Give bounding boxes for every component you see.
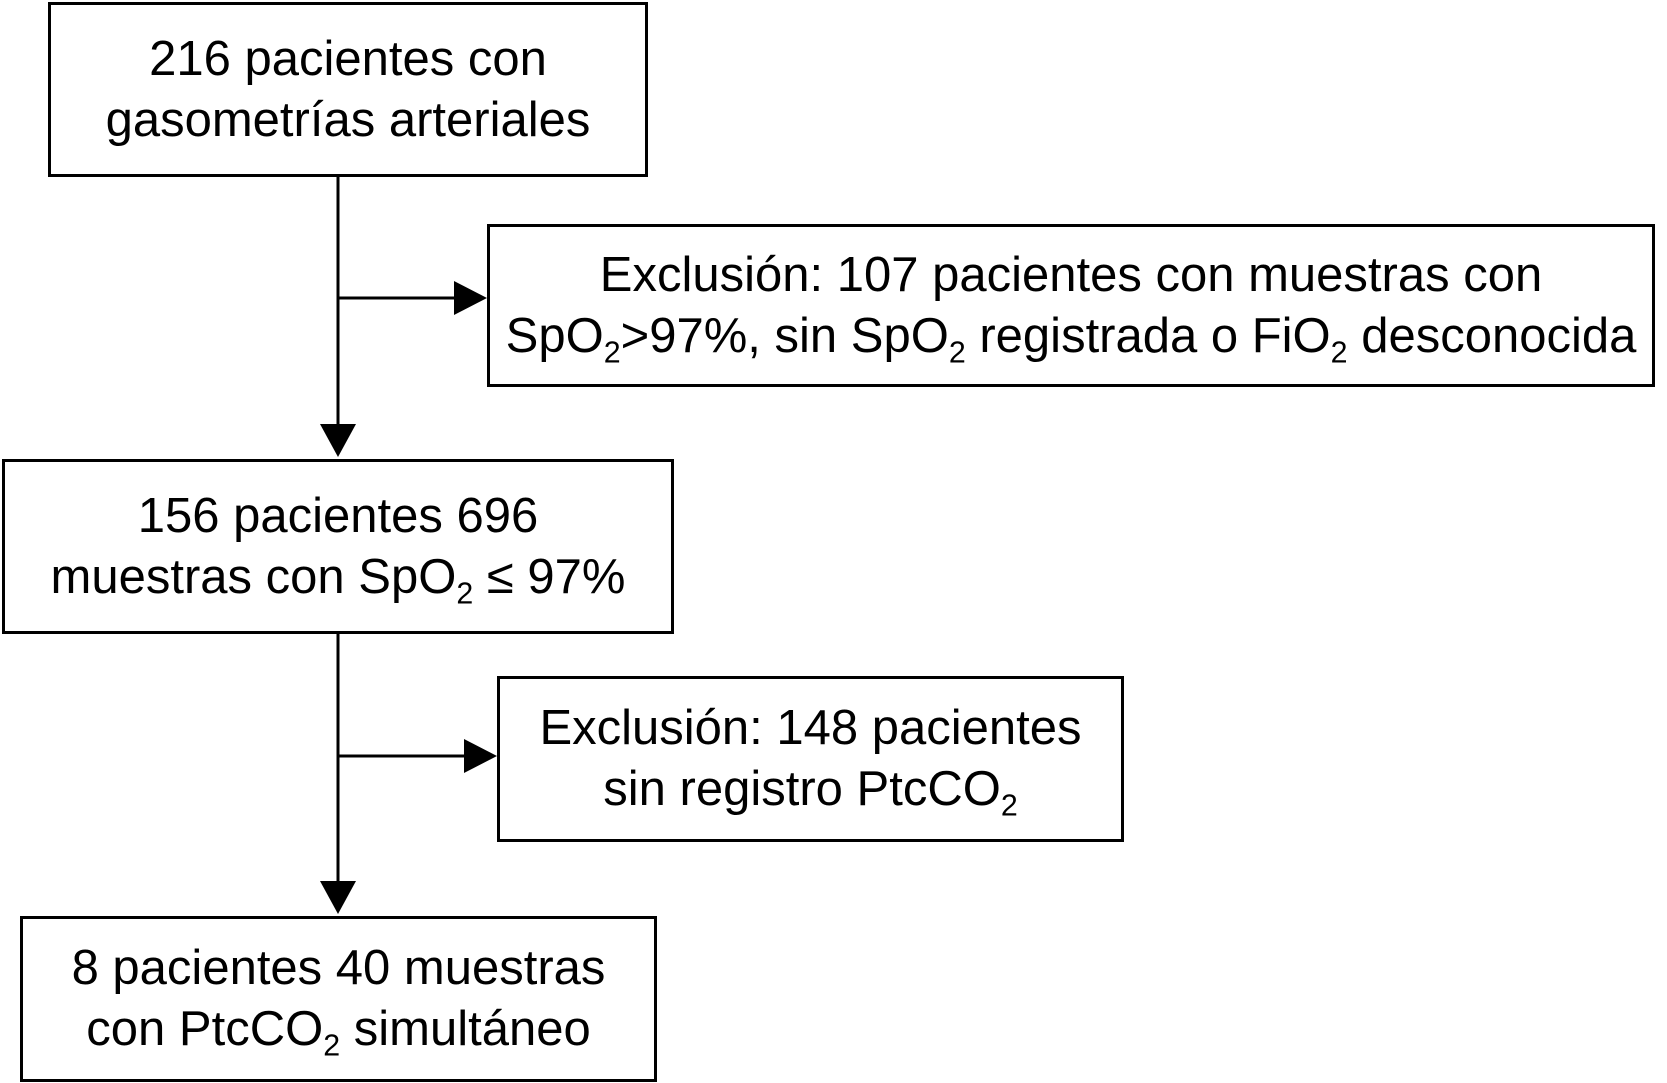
node-exclusion-ptcco2: Exclusión: 148 pacientes sin registro Pt… (497, 676, 1124, 842)
arrowhead-to-box-5 (320, 881, 356, 914)
arrowhead-to-box-3 (320, 424, 356, 457)
node-line: 216 pacientes con (149, 31, 547, 86)
node-initial-patients: 216 pacientes con gasometrías arteriales (48, 2, 648, 177)
node-line: muestras con SpO2 ≤ 97% (50, 549, 626, 611)
arrowhead-to-exclusion-1 (454, 281, 487, 315)
node-line: Exclusión: 107 pacientes con muestras co… (599, 247, 1543, 302)
node-line: 156 pacientes 696 (137, 488, 539, 543)
node-line: Exclusión: 148 pacientes (539, 701, 1082, 755)
arrowhead-to-exclusion-2 (464, 739, 497, 773)
node-final-sample: 8 pacientes 40 muestras con PtcCO2 simul… (20, 916, 657, 1082)
node-eligible-samples: 156 pacientes 696 muestras con SpO2 ≤ 97… (2, 459, 674, 634)
node-line: sin registro PtcCO2 (603, 762, 1018, 823)
node-line: 8 pacientes 40 muestras (71, 941, 606, 995)
node-line: gasometrías arteriales (105, 92, 591, 147)
node-line: con PtcCO2 simultáneo (86, 1002, 591, 1063)
node-exclusion-spo2: Exclusión: 107 pacientes con muestras co… (487, 224, 1655, 387)
node-line: SpO2>97%, sin SpO2 registrada o FiO2 des… (505, 308, 1637, 370)
